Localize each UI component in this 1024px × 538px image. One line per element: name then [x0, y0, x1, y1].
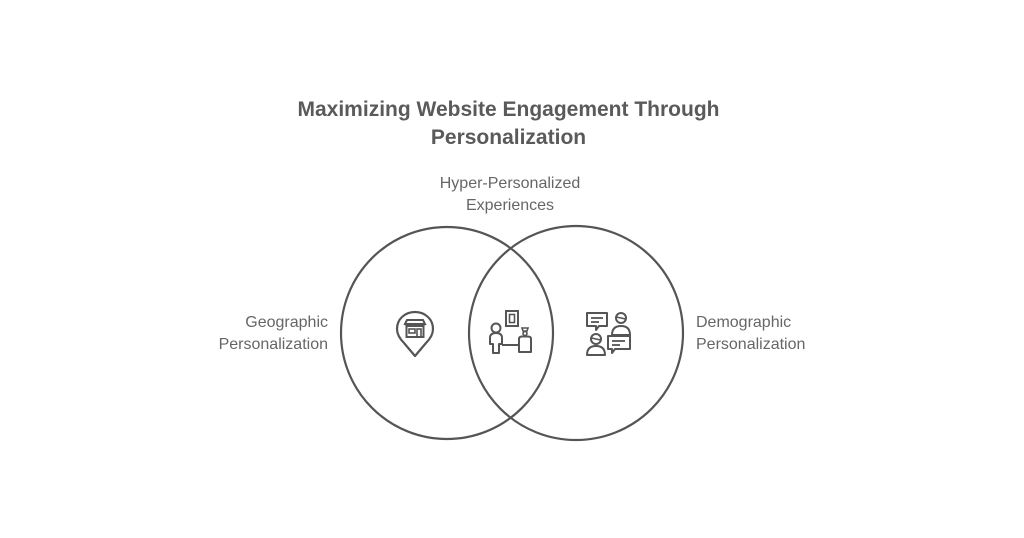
intersection-label: Hyper-Personalized Experiences: [410, 173, 610, 217]
people-conversation-icon: [586, 312, 631, 356]
diagram-title-line-1: Maximizing Website Engagement Through: [297, 98, 720, 121]
intersection-label-line-2: Experiences: [465, 197, 555, 214]
right-circle: [467, 224, 685, 442]
diagram-title: Maximizing Website Engagement Through Pe…: [0, 96, 1017, 152]
right-circle-label: Demographic Personalization: [696, 312, 856, 356]
left-circle-label-line-2: Personalization: [218, 336, 328, 353]
store-location-pin-icon: [395, 310, 435, 358]
diagram-title-line-2: Personalization: [430, 126, 587, 149]
left-circle-label: Geographic Personalization: [180, 312, 328, 356]
left-circle: [339, 225, 555, 441]
person-with-framed-content-icon: [489, 310, 532, 354]
right-circle-label-line-2: Personalization: [696, 336, 806, 353]
intersection-label-line-1: Hyper-Personalized: [439, 175, 581, 192]
right-circle-label-line-1: Demographic: [696, 314, 792, 331]
left-circle-label-line-1: Geographic: [245, 314, 328, 331]
